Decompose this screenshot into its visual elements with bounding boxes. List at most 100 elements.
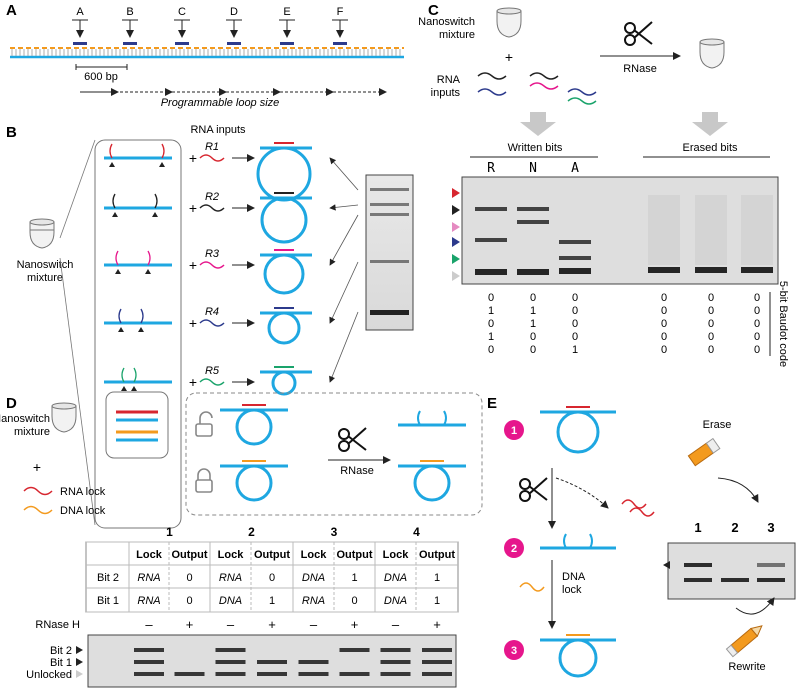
code-bit: 0	[530, 344, 536, 356]
gel-band	[134, 672, 164, 676]
gel-band	[215, 648, 246, 652]
table-cell: RNA	[137, 595, 160, 607]
gel-band	[298, 672, 329, 676]
dna-ladder	[10, 47, 404, 59]
column-header: Lock	[383, 549, 410, 561]
gel-band	[134, 648, 164, 652]
band-marker	[452, 205, 460, 215]
column-header: Output	[419, 549, 455, 561]
rna-label: R1	[205, 141, 219, 153]
code-bit: 0	[754, 331, 760, 343]
b-row-3: +R3	[104, 214, 359, 295]
table-cell: DNA	[384, 572, 407, 584]
table-cell: 1	[351, 572, 357, 584]
rnase-sign: +	[351, 617, 359, 632]
table-cell: DNA	[219, 595, 242, 607]
gel-band	[422, 660, 452, 664]
svg-text:+: +	[189, 315, 197, 331]
code-bit: 1	[530, 305, 536, 317]
svg-text:2: 2	[511, 543, 517, 555]
panel-c-label: C	[428, 2, 439, 19]
gel-b	[365, 174, 414, 331]
site-marker-e: E	[279, 6, 295, 45]
column-header: Lock	[136, 549, 163, 561]
column-header: Lock	[301, 549, 328, 561]
code-bit: 0	[661, 305, 667, 317]
c-inputs-1: RNA	[437, 74, 461, 86]
lane-label: 1	[694, 520, 701, 535]
code-bit: 0	[708, 331, 714, 343]
gel-band	[257, 672, 287, 676]
gel-band	[370, 188, 409, 191]
code-bit: 0	[572, 305, 578, 317]
band-marker	[452, 237, 460, 247]
code-bit: 1	[572, 344, 578, 356]
gel-band	[298, 660, 329, 664]
panel-e-label: E	[487, 395, 497, 412]
gel-row-label: Bit 2	[50, 645, 72, 657]
table-cell: 0	[186, 595, 192, 607]
table-cell: 0	[269, 572, 275, 584]
code-bit: 0	[661, 292, 667, 304]
pencil-icon	[725, 625, 763, 658]
gel-band	[757, 578, 785, 582]
table-cell: 1	[269, 595, 275, 607]
gel-band	[559, 256, 591, 260]
group-label: 3	[331, 525, 338, 539]
gel-e	[667, 542, 796, 600]
gel-band	[648, 267, 680, 273]
rewrite-label: Rewrite	[728, 661, 765, 673]
svg-text:+: +	[189, 374, 197, 390]
band-marker	[452, 222, 460, 232]
panel-d: D Nanoswitch mixture + RNA lock DNA lock	[0, 391, 483, 688]
code-bit: 0	[754, 305, 760, 317]
lane-label: 3	[767, 520, 774, 535]
code-bit: 0	[572, 292, 578, 304]
b-row-5: +R5	[104, 311, 359, 396]
rna-inputs-title: RNA inputs	[190, 124, 246, 136]
band-marker	[452, 271, 460, 281]
d-rnase: RNase	[340, 465, 374, 477]
gel-d	[87, 634, 457, 688]
scissors-icon	[624, 21, 653, 46]
rnase-sign: +	[433, 617, 441, 632]
code-bit: 0	[572, 318, 578, 330]
code-bit: 0	[708, 344, 714, 356]
site-label: E	[283, 6, 290, 18]
d-plus: +	[33, 459, 41, 475]
gel-band	[721, 578, 749, 582]
gel-band	[370, 213, 409, 216]
svg-text:1: 1	[511, 425, 517, 437]
code-bit: 0	[530, 331, 536, 343]
gel-band	[215, 660, 246, 664]
gel-band	[370, 310, 409, 315]
lane-label: 2	[731, 520, 738, 535]
gel-band	[684, 563, 712, 567]
tube-icon	[29, 218, 55, 249]
code-bit: 1	[530, 318, 536, 330]
svg-text:+: +	[189, 200, 197, 216]
letter-a: A	[571, 161, 579, 176]
rnase-sign: –	[310, 617, 318, 632]
gel-band	[174, 672, 205, 676]
d-mixture-2: mixture	[14, 426, 50, 438]
e-dna-lock-2: lock	[562, 584, 582, 596]
rna-label: R3	[205, 248, 220, 260]
gel-band	[370, 260, 409, 263]
gel-band	[517, 207, 549, 211]
erase-label: Erase	[703, 419, 732, 431]
step-badge-1: 1	[504, 420, 524, 440]
gel-row-label: Bit 1	[50, 657, 72, 669]
baudot-label: 5-bit Baudot code	[777, 281, 789, 367]
bit-label: Bit 1	[97, 595, 119, 607]
gel-band	[559, 240, 591, 244]
gel-band	[422, 648, 452, 652]
code-bit: 0	[708, 318, 714, 330]
d-rna-lock: RNA lock	[60, 486, 106, 498]
code-bit: 0	[708, 305, 714, 317]
mixture-box	[94, 139, 182, 529]
group-label: 4	[413, 525, 420, 539]
